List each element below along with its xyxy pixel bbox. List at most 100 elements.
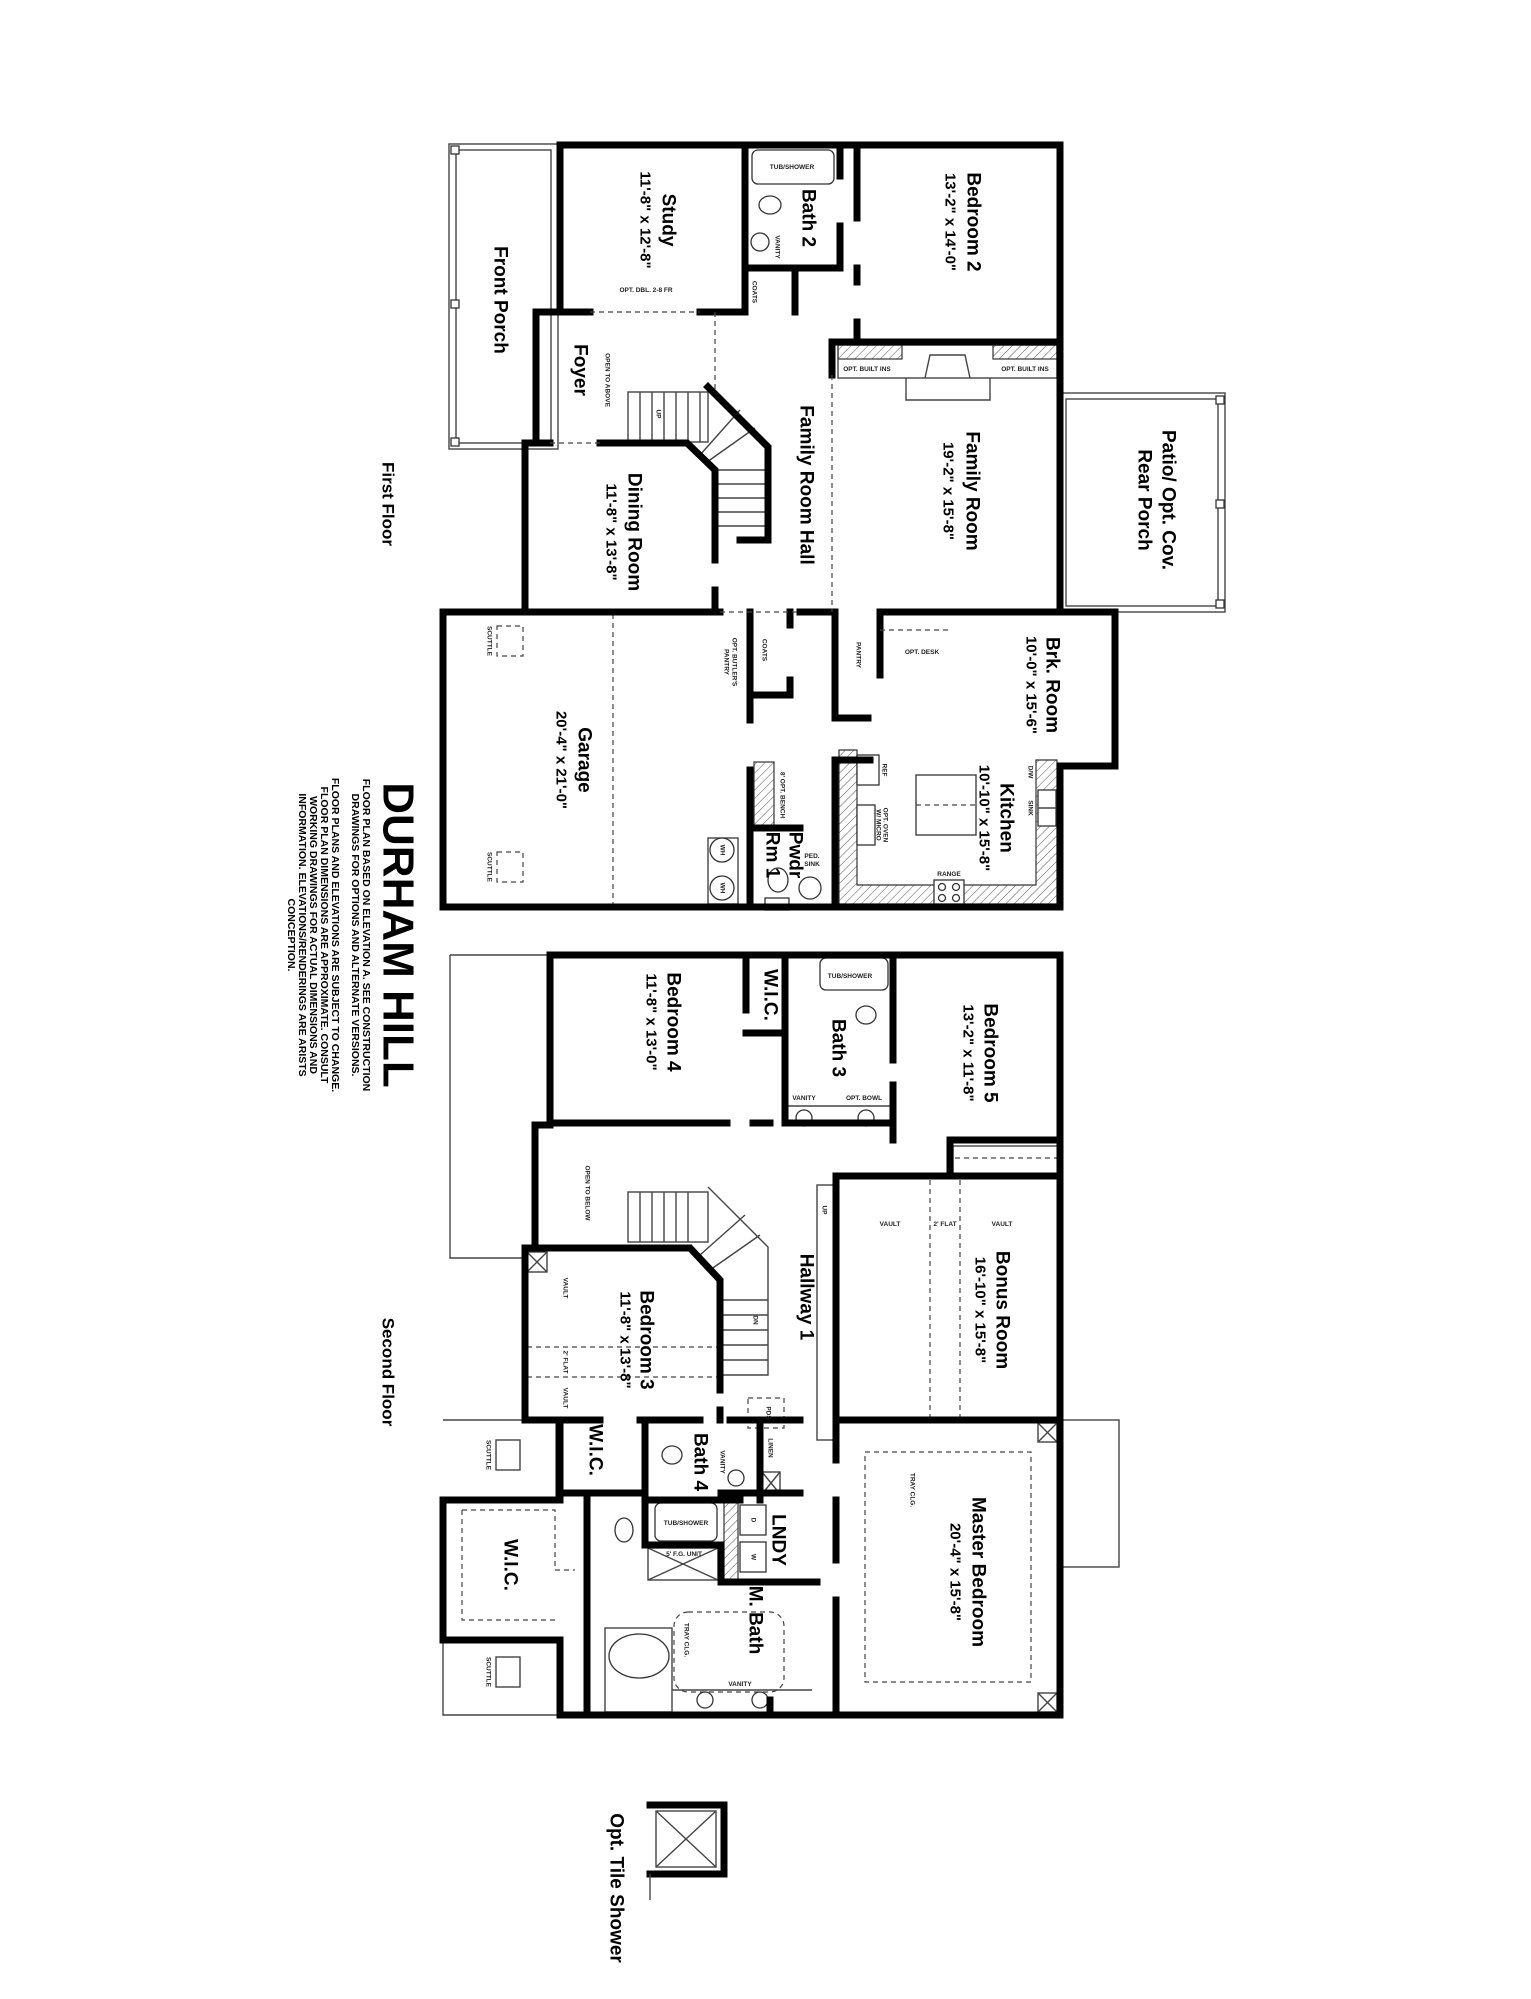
first-floor-exterior-wall (439, 141, 1119, 911)
note-linen: LINEN (767, 1438, 774, 1458)
note-ped-sink: SINK (804, 861, 820, 868)
room-name-bath-2: Bath 2 (798, 189, 819, 247)
note-tray-clg: TRAY CLG. (683, 1623, 690, 1658)
room-dims-bedroom-4: 11'-8" x 13'-0" (643, 973, 660, 1070)
room-name-bath-4: Bath 4 (690, 1433, 711, 1492)
note-wh: WH (719, 883, 726, 894)
note-tub-shower: TUB/SHOWER (828, 973, 873, 980)
balcony-outline (1059, 1419, 1120, 1568)
range (933, 879, 965, 905)
note-opt-oven: OPT. OVEN (882, 808, 889, 843)
note-up: UP (821, 1205, 828, 1215)
room-dims-master-bedroom: 20'-4" x 15'-8" (947, 1523, 964, 1621)
opt-tile-shower-detail: Opt. Tile Shower (606, 1801, 728, 1963)
water-heater (709, 837, 735, 863)
toilet (767, 867, 789, 893)
note-fg-unit: 5' F.G. UNIT (666, 1551, 702, 1558)
lower-roof-outline (449, 954, 550, 1259)
opt-tile-shower-label: Opt. Tile Shower (606, 1813, 627, 1963)
note-opt-desk: OPT. DESK (905, 649, 940, 656)
note-scuttle: SCUTTLE (485, 1440, 492, 1471)
note-opt-built-ins: OPT. BUILT INS (843, 366, 891, 373)
scuttle (496, 851, 524, 883)
scuttle (495, 1656, 521, 1688)
note-dw: D/W (1027, 766, 1034, 780)
note-coats: COATS (751, 281, 758, 304)
note-line: FLOOR PLANS AND ELEVATIONS ARE SUBJECT T… (329, 778, 341, 1092)
second-floor-exterior-wall (439, 951, 1064, 1719)
room-name-garage: Garage (574, 727, 595, 792)
pds (747, 1397, 785, 1429)
sink (750, 232, 770, 252)
note-open-to-below: OPEN TO BELOW (584, 1165, 591, 1221)
fireplace (905, 354, 991, 401)
note-scuttle: SCUTTLE (486, 852, 493, 883)
note-sink: SINK (1027, 800, 1034, 816)
room-name-wic: W.I.C. (760, 969, 781, 1021)
note-opt-dbl-door: OPT. DBL. 2-8 FR (619, 287, 672, 294)
note-line: WORKING DRAWINGS FOR ACTUAL DIMENSIONS A… (307, 796, 319, 1074)
room-name-hallway-1: Hallway 1 (796, 1254, 817, 1341)
note-dn: DN (752, 1315, 759, 1325)
note-vault: VAULT (992, 1221, 1013, 1228)
second-floor-label: Second Floor (379, 1318, 398, 1427)
room-dims-bedroom-2: 13'-2" x 14'-0" (942, 173, 959, 271)
room-name-lndy: LNDY (768, 1514, 789, 1566)
tray-ceiling (673, 1611, 785, 1693)
second-floor-interior-walls (521, 951, 1064, 1719)
note-coats: COATS (761, 639, 768, 662)
note-opt-bench: 8' OPT. BENCH (779, 772, 786, 819)
note-vanity: VANITY (719, 1450, 726, 1474)
note-up: UP (655, 409, 662, 419)
porch-post (450, 145, 460, 155)
note-ped-sink: PED. (804, 853, 819, 860)
note-tray-clg: TRAY CLG. (909, 1473, 916, 1508)
note-pantry: PANTRY (855, 642, 862, 669)
room-name-bonus-room: Bonus Room (992, 1251, 1013, 1369)
room-name-m-bath: M. Bath (745, 1586, 766, 1655)
first-floor-interior-walls (439, 141, 1064, 911)
room-dims-kitchen: 10'-10" x 15'-8" (976, 765, 993, 871)
room-name-wic-large: W.I.C. (500, 1539, 521, 1591)
room-name-bath-3: Bath 3 (828, 1019, 849, 1077)
water-heater (709, 875, 735, 901)
room-name-wic: W.I.C. (585, 1424, 606, 1476)
room-name-rm-1: Rm 1 (762, 832, 783, 879)
first-floor-label: First Floor (379, 462, 398, 546)
porch-post (450, 437, 460, 447)
room-name-dining-room: Dining Room (624, 473, 645, 591)
tub (751, 149, 835, 185)
note-opt-bowl: OPT. BOWL (846, 1095, 882, 1102)
tray-ceiling (864, 1451, 1032, 1683)
room-name-master-bedroom: Master Bedroom (968, 1497, 989, 1647)
room-dims-family-room: 19'-2" x 15'-8" (940, 442, 957, 540)
title-block: DURHAM HILL FLOOR PLAN BASED ON ELEVATIO… (285, 778, 423, 1092)
room-name-bedroom-5: Bedroom 5 (980, 1003, 1001, 1103)
room-name-rear-porch: Rear Porch (1134, 449, 1155, 550)
note-vanity: VANITY (728, 1681, 752, 1688)
note-line: FLOOR PLAN BASED ON ELEVATION A. SEE CON… (360, 779, 372, 1091)
stair-first-floor (627, 391, 768, 527)
note-scuttle: SCUTTLE (486, 626, 493, 657)
scuttle (496, 625, 524, 657)
room-name-pwdr: Pwdr (785, 832, 806, 879)
room-name-bedroom-4: Bedroom 4 (663, 972, 684, 1072)
note-vault: VAULT (880, 1221, 901, 1228)
note-vault: VAULT (562, 1388, 569, 1409)
note-flat: 2' FLAT (562, 1350, 569, 1373)
stair-second-floor (627, 1186, 769, 1376)
room-name-brk-room: Brk. Room (1042, 637, 1063, 733)
note-butlers-pantry: OPT. BUTLER'S (731, 638, 738, 687)
ped-sink (798, 876, 822, 900)
room-name-family-room: Family Room (962, 431, 983, 550)
note-vanity: VANITY (774, 235, 781, 259)
room-name-family-room-hall: Family Room Hall (796, 405, 817, 564)
room-dims-garage: 20'-4" x 21'-0" (553, 711, 570, 809)
room-name-foyer: Foyer (570, 344, 591, 396)
room-dims-bedroom-5: 13'-2" x 11'-8" (960, 1004, 977, 1101)
room-dims-bonus-room: 16'-10" x 15'-8" (972, 1257, 989, 1363)
room-dims-study: 11'-8" x 12'-8" (637, 171, 654, 268)
room-dims-bedroom-3: 11'-8" x 13'-8" (617, 1291, 634, 1388)
porch-post (450, 299, 460, 309)
